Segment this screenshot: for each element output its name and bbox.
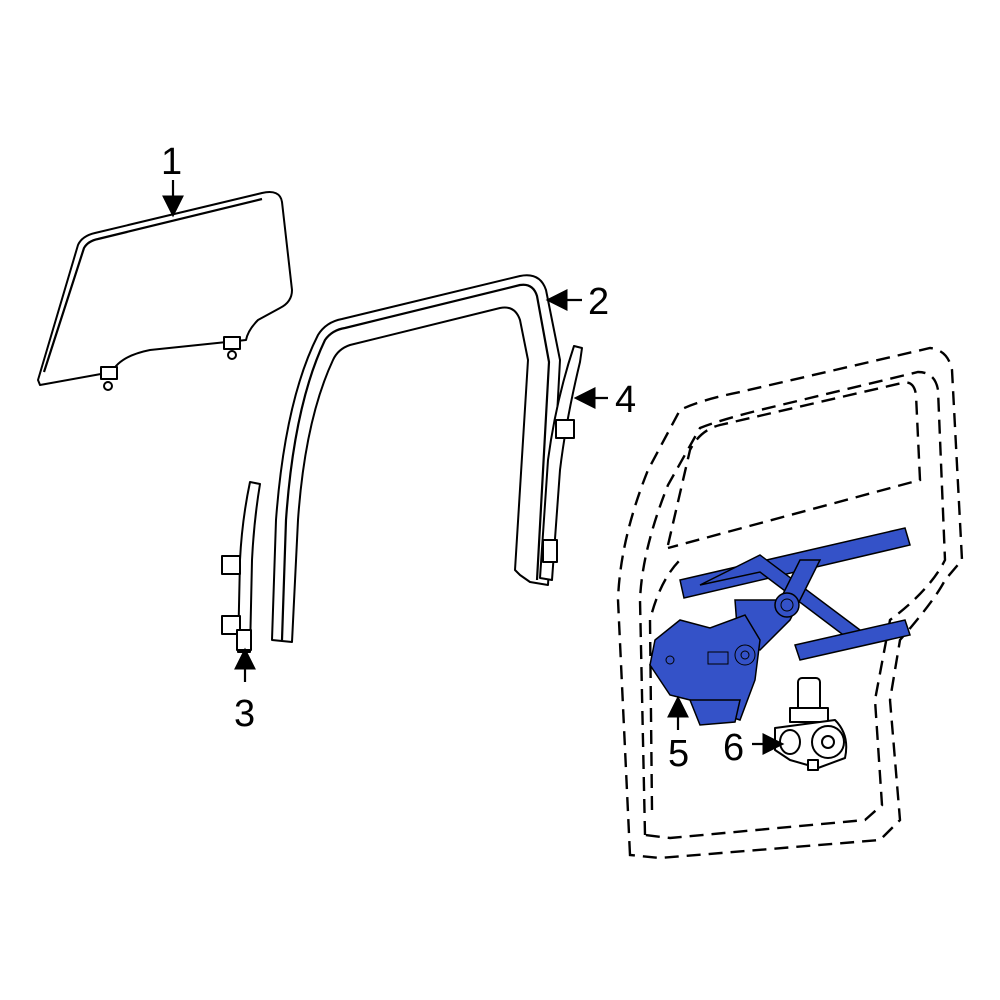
svg-text:3: 3 bbox=[234, 693, 255, 735]
svg-text:5: 5 bbox=[668, 733, 689, 775]
window-regulator[interactable] bbox=[649, 527, 911, 726]
regulator-part bbox=[794, 619, 911, 661]
regulator-part bbox=[688, 699, 741, 726]
callout-3: 3 bbox=[234, 647, 256, 735]
svg-text:1: 1 bbox=[161, 141, 182, 183]
svg-text:6: 6 bbox=[723, 727, 744, 769]
door-outline bbox=[616, 346, 964, 860]
callout-2: 2 bbox=[545, 281, 609, 323]
glass-run-channel[interactable] bbox=[271, 274, 561, 643]
svg-text:4: 4 bbox=[615, 379, 636, 421]
callout-4: 4 bbox=[573, 379, 636, 421]
svg-text:2: 2 bbox=[588, 281, 609, 323]
front-guide-channel[interactable] bbox=[221, 481, 261, 653]
regulator-part bbox=[774, 592, 800, 618]
rear-guide-channel[interactable] bbox=[539, 345, 583, 581]
callout-5: 5 bbox=[667, 695, 689, 775]
regulator-motor[interactable] bbox=[774, 677, 848, 771]
regulator-details bbox=[665, 598, 794, 666]
regulator-part bbox=[679, 527, 911, 599]
callout-1: 1 bbox=[161, 141, 184, 218]
regulator-part bbox=[649, 614, 761, 721]
callout-6: 6 bbox=[723, 727, 785, 769]
door-glass[interactable] bbox=[37, 191, 293, 391]
